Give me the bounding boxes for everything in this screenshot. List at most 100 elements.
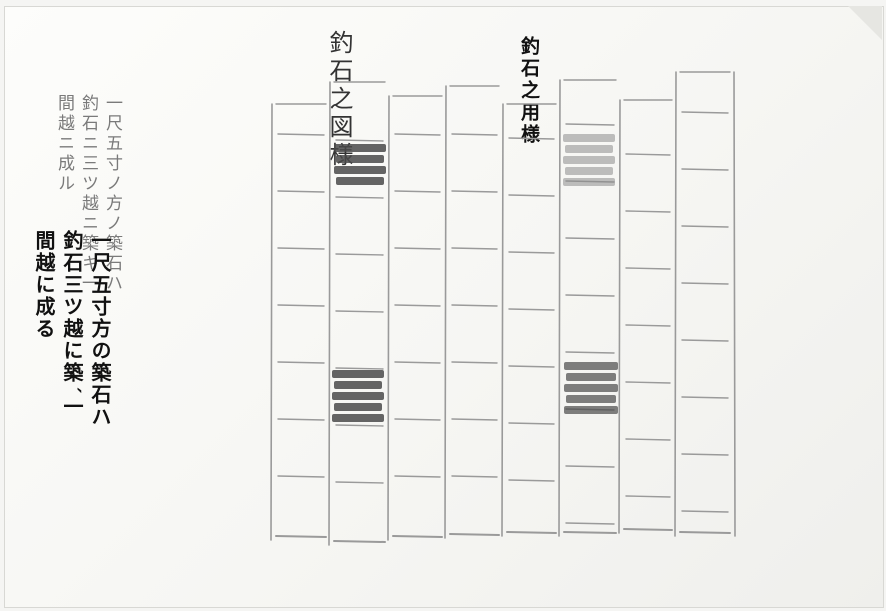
hung-stone (564, 384, 618, 392)
hung-stone (564, 362, 618, 370)
column-base (392, 535, 443, 538)
course-line (508, 479, 555, 482)
column-base (333, 540, 386, 543)
course-line (394, 361, 441, 364)
course-line (277, 361, 325, 364)
folded-corner (848, 6, 882, 40)
course-line (451, 133, 498, 136)
course-line (565, 123, 615, 126)
course-line (394, 304, 441, 307)
column-base (623, 528, 673, 531)
course-line (625, 267, 671, 270)
course-line (277, 190, 325, 193)
column-base (275, 535, 327, 538)
course-line (394, 418, 441, 421)
hung-stone (566, 395, 616, 403)
course-line (625, 495, 671, 498)
wall-columns (270, 71, 736, 546)
course-line (451, 190, 498, 193)
course-line (335, 424, 384, 427)
printed-note-line-2: 釣石三ツ越に築´一 (60, 230, 84, 418)
course-line (565, 522, 615, 525)
course-line (681, 111, 729, 114)
printed-note-line-3: 間越に成る (32, 230, 56, 340)
brush-note-line-1: 一尺五寸ノ方ノ築石ハ (102, 94, 122, 294)
column-edge (501, 103, 504, 537)
course-line (335, 310, 384, 313)
hung-stone (334, 381, 382, 389)
course-line (277, 475, 325, 478)
hung-stone (565, 167, 613, 175)
column-edge (558, 79, 561, 537)
hung-stone (563, 178, 615, 186)
stone-courses (275, 111, 731, 543)
column-edge (270, 103, 273, 541)
course-line (394, 475, 441, 478)
column-edge (444, 85, 447, 539)
course-line (394, 190, 441, 193)
course-line (681, 510, 729, 513)
brush-note-line-2: 釣石ニ三ツ越ニ築キ一 (78, 94, 98, 294)
column-base (506, 531, 557, 534)
course-line (625, 153, 671, 156)
course-line (565, 237, 615, 240)
column-base (679, 531, 731, 534)
course-line (565, 294, 615, 297)
course-line (625, 324, 671, 327)
course-line (277, 247, 325, 250)
course-line (625, 381, 671, 384)
hung-stone (336, 177, 384, 185)
course-line (565, 465, 615, 468)
hung-stone (566, 373, 616, 381)
course-line (277, 418, 325, 421)
column-edge (674, 71, 677, 537)
hung-stone (332, 392, 384, 400)
brush-note-line-3: 間越ニ成ル (54, 94, 74, 194)
course-line (508, 194, 555, 197)
hung-stone (563, 156, 615, 164)
paper-sheet (4, 6, 884, 608)
hung-stone (336, 155, 384, 163)
course-line (335, 481, 384, 484)
hung-stone (334, 144, 386, 152)
course-line (277, 133, 325, 136)
course-line (451, 418, 498, 421)
column-edge (387, 95, 390, 541)
course-line (681, 282, 729, 285)
course-line (508, 251, 555, 254)
course-line (565, 351, 615, 354)
hung-stone (563, 134, 615, 142)
course-line (508, 137, 555, 140)
hung-stone (564, 406, 618, 414)
course-line (681, 225, 729, 228)
printed-note-line-1: 一尺五寸方の築石ハ (88, 230, 112, 428)
course-line (681, 396, 729, 399)
column-edge (328, 81, 331, 546)
course-line (625, 210, 671, 213)
course-line (681, 168, 729, 171)
course-line (451, 304, 498, 307)
column-edge (618, 99, 621, 534)
course-line (451, 475, 498, 478)
hung-stone (334, 166, 386, 174)
brush-note: 一尺五寸ノ方ノ築石ハ 釣石ニ三ツ越ニ築キ一 間越ニ成ル (52, 94, 124, 294)
course-line (335, 196, 384, 199)
column-base (563, 531, 617, 534)
course-line (335, 253, 384, 256)
course-line (394, 133, 441, 136)
course-line (508, 365, 555, 368)
printed-note: 一尺五寸方の築石ハ 釣石三ツ越に築´一 間越に成る (30, 230, 114, 430)
course-line (335, 367, 384, 370)
printed-heading: 釣石之用様 (518, 36, 540, 146)
course-line (451, 361, 498, 364)
course-line (681, 339, 729, 342)
column-edge (733, 71, 736, 537)
course-line (625, 438, 671, 441)
course-line (451, 247, 498, 250)
course-line (508, 422, 555, 425)
column-base (449, 533, 500, 536)
hung-stone (334, 403, 382, 411)
course-line (335, 139, 384, 142)
hung-stone (332, 414, 384, 422)
